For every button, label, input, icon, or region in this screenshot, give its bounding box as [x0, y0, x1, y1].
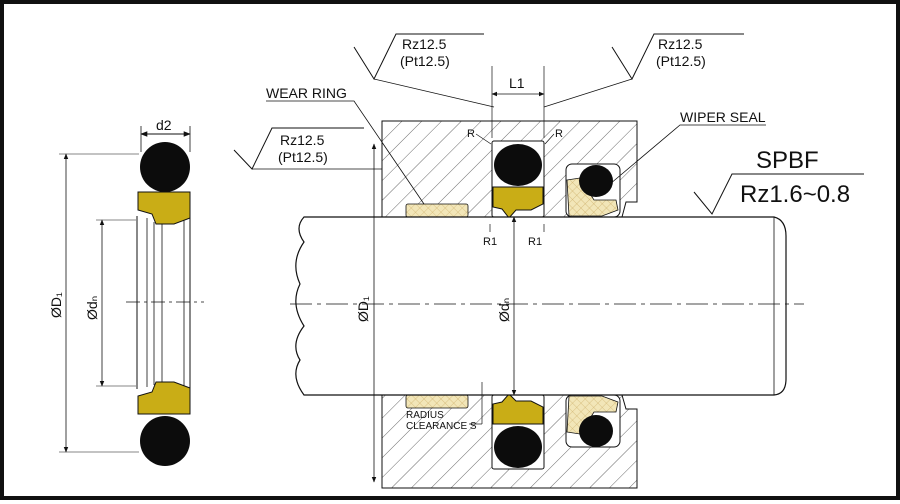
oring-bottom: [140, 416, 190, 466]
r1-label-right: R1: [528, 236, 542, 248]
svg-text:Rz12.5: Rz12.5: [658, 36, 703, 52]
wear-ring-top: [405, 203, 469, 218]
seal-section-view: d2 ØD₁ Ødₙ: [48, 117, 204, 466]
wear-ring-bottom: [405, 394, 469, 409]
radius-clearance-line1: RADIUS: [406, 410, 444, 421]
seal-diagram: d2 ØD₁ Ødₙ: [48, 33, 864, 489]
od-dn-label-center: Ødₙ: [496, 298, 512, 322]
seal-profile-bottom: [137, 381, 191, 415]
surface-finish-top-right: Rz12.5 (Pt12.5): [543, 33, 744, 108]
svg-text:(Pt12.5): (Pt12.5): [278, 149, 328, 165]
svg-text:Rz1.6~0.8: Rz1.6~0.8: [740, 181, 850, 208]
od-dn-label-left: Ødₙ: [84, 296, 100, 320]
svg-text:Rz12.5: Rz12.5: [280, 132, 325, 148]
d2-label: d2: [156, 117, 172, 133]
svg-text:Rz12.5: Rz12.5: [402, 36, 447, 52]
surface-finish-rod: Rz1.6~0.8: [693, 173, 864, 215]
rod: [295, 216, 787, 396]
oring-installed-top: [494, 144, 542, 186]
l1-label: L1: [509, 75, 525, 91]
seal-installed-top: [492, 186, 544, 219]
wiper-seal-label: WIPER SEAL: [680, 109, 766, 125]
r1-label-left: R1: [483, 236, 497, 248]
installation-view: ØD₁ Ødₙ L1 R R R1 R1 RADIUS CLEARANCE S …: [233, 33, 864, 489]
svg-text:(Pt12.5): (Pt12.5): [400, 53, 450, 69]
r-label-left: R: [467, 128, 475, 140]
surface-finish-top-left: Rz12.5 (Pt12.5): [353, 33, 495, 108]
wear-ring-label: WEAR RING: [266, 85, 347, 101]
seal-profile-top: [137, 191, 191, 225]
seal-installed-bottom: [492, 393, 544, 425]
od-d1-label-left: ØD₁: [48, 292, 64, 318]
od-d1-label-center: ØD₁: [355, 296, 371, 322]
wiper-oring-top: [579, 165, 613, 197]
r-label-right: R: [555, 128, 563, 140]
surface-finish-mid-left: Rz12.5 (Pt12.5): [233, 127, 382, 170]
oring-top: [140, 142, 190, 192]
radius-clearance-line2: CLEARANCE S: [406, 421, 477, 432]
model-label: SPBF: [756, 147, 819, 174]
wiper-oring-bottom: [579, 415, 613, 447]
oring-installed-bottom: [494, 426, 542, 468]
svg-text:(Pt12.5): (Pt12.5): [656, 53, 706, 69]
